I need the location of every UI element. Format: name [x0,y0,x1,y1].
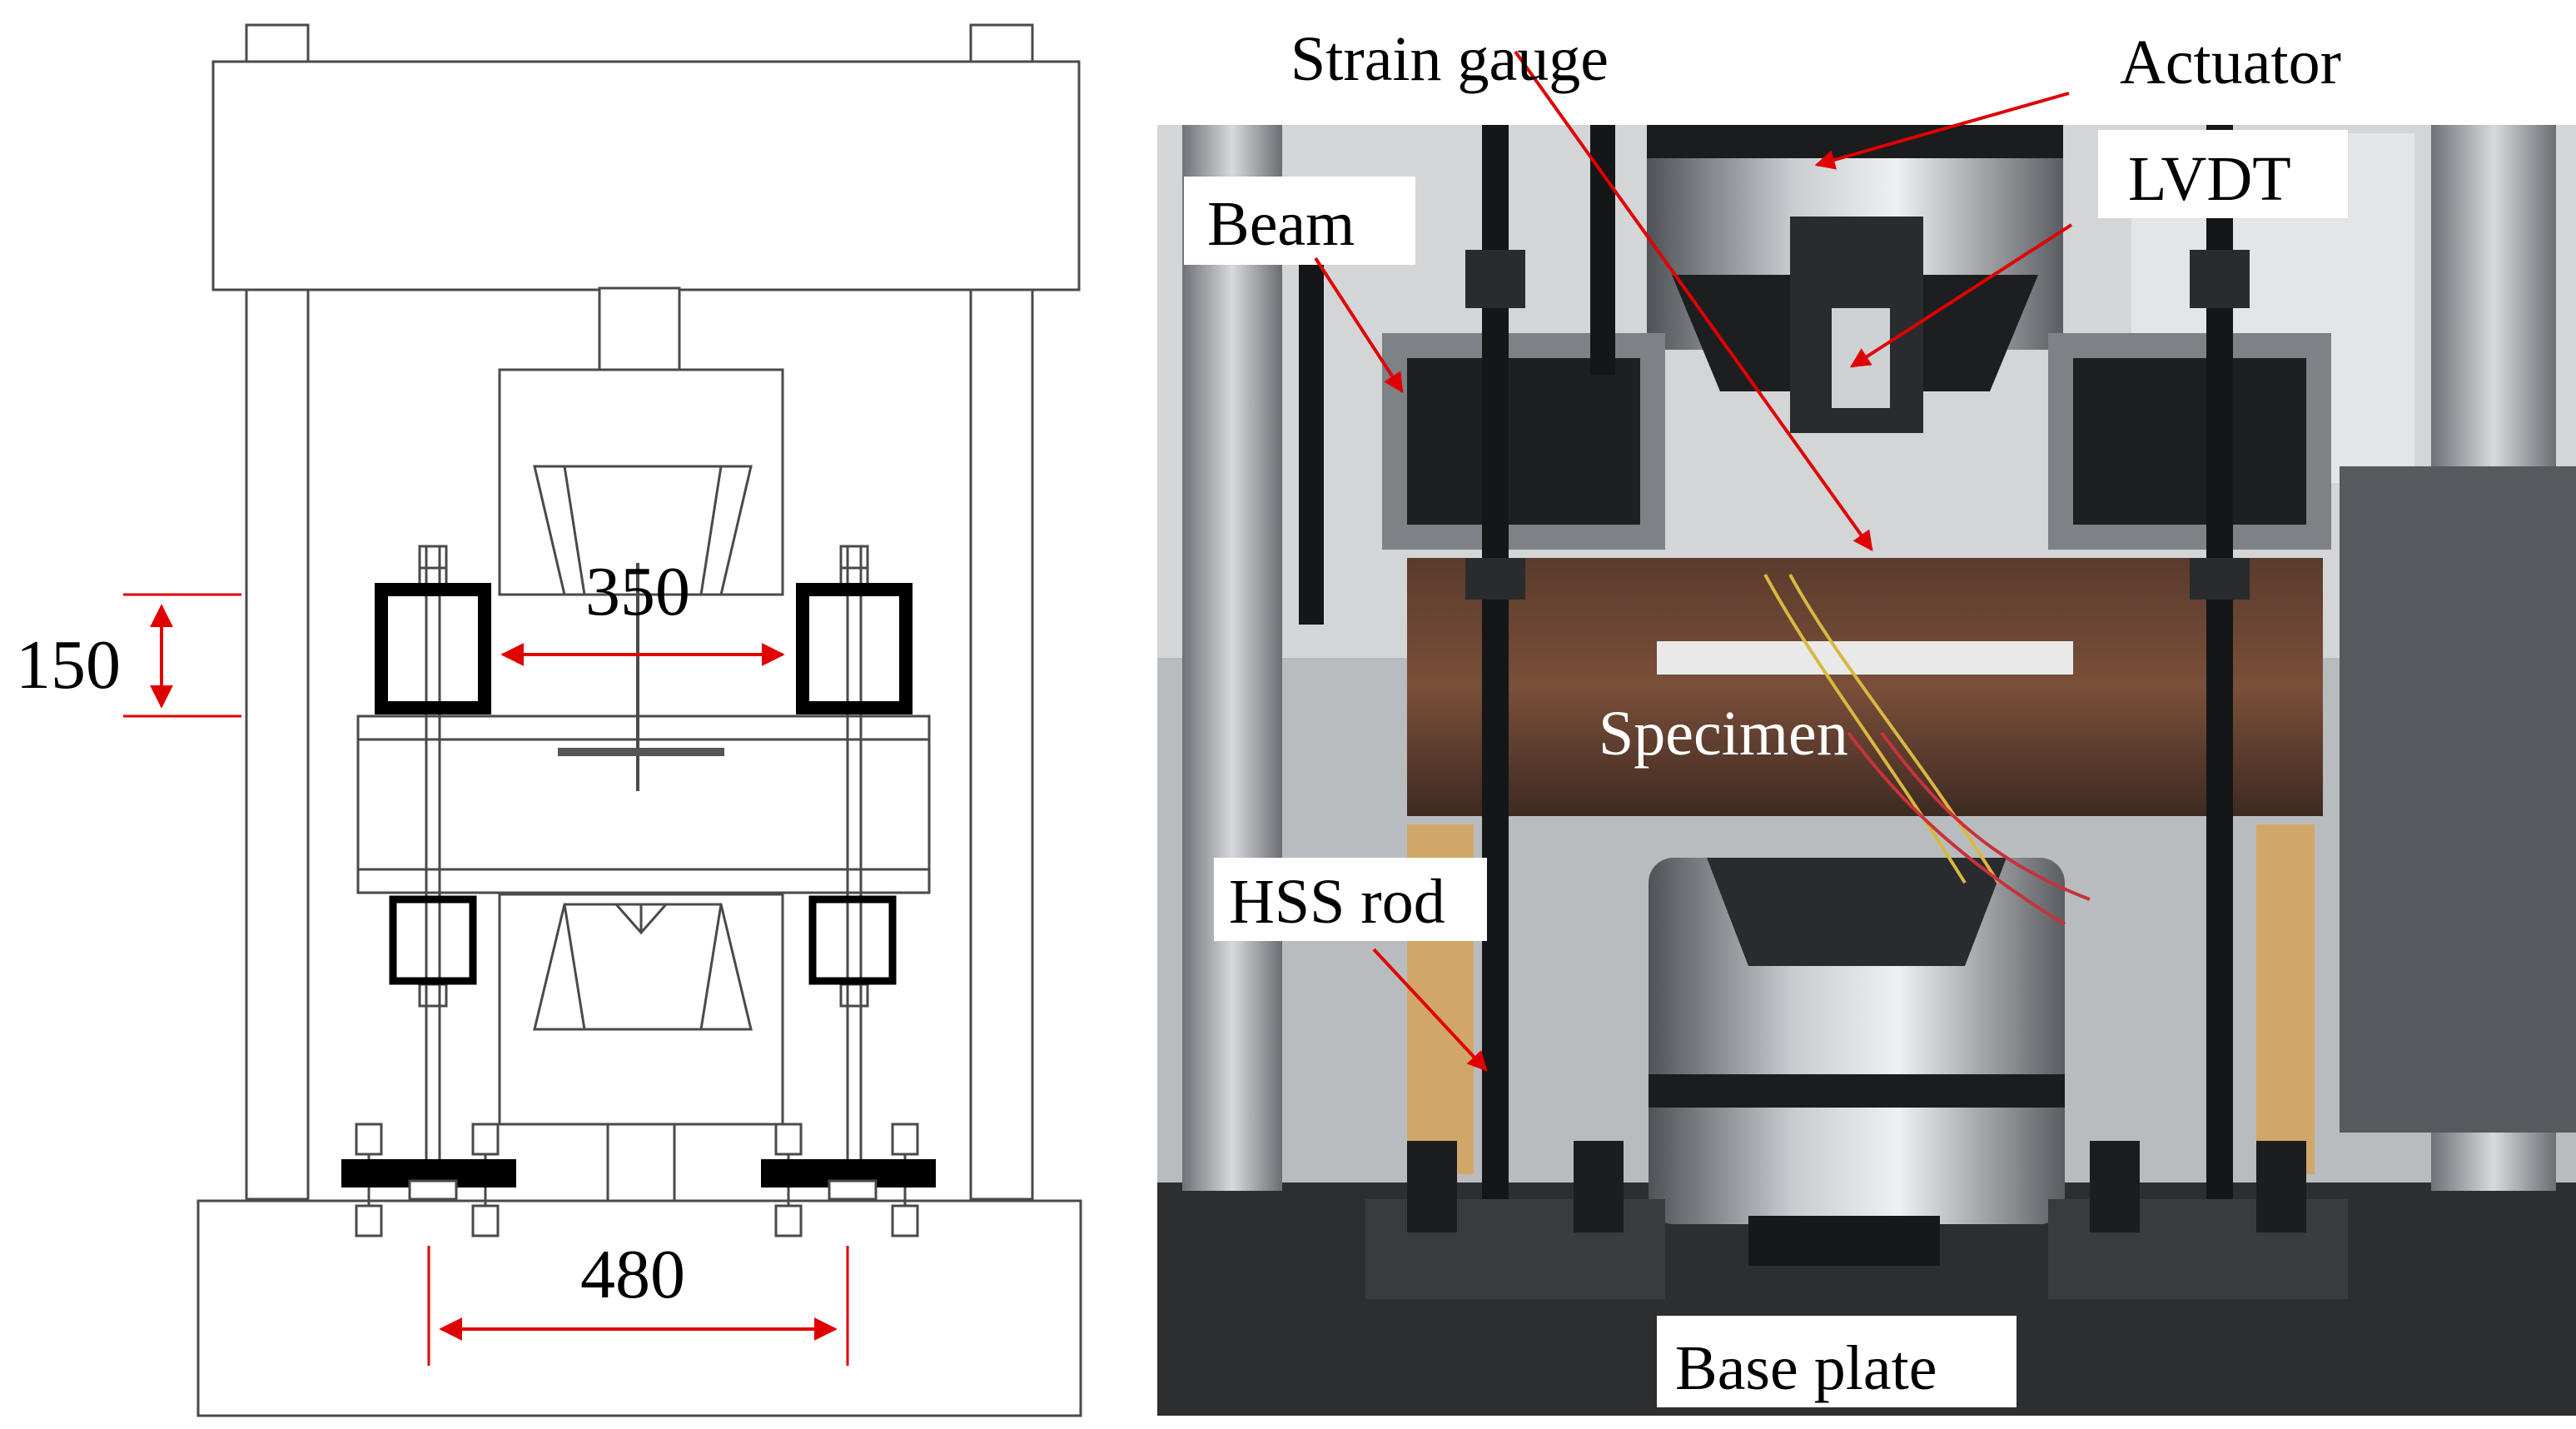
frame-drawing [196,23,1082,1417]
photo-image [1157,125,2576,1416]
annotation-arrows [1314,50,2073,1072]
bottom-left-beam [389,895,477,985]
beam-label: Beam [1207,189,1355,259]
specimen-label: Specimen [1599,699,1848,769]
height-label: 150 [16,626,121,704]
spreader-beams [375,583,913,985]
upper-grip [498,368,784,596]
top-right-beam [796,583,913,714]
photo-svg: Strain gauge Actuator LVDT Beam Specimen… [1157,24,2576,1416]
specimen-box [356,714,931,894]
hss-rod-label: HSS rod [1229,867,1445,937]
lvdt-label: LVDT [2128,144,2291,214]
top-left-beam [375,583,491,714]
actuator-rod [598,286,681,373]
crosshead [211,60,1081,291]
gauge-mark [558,563,724,791]
base-block [196,1199,1082,1417]
actuator-arrow [1814,92,2070,170]
left-column [245,23,310,1201]
actuator-label: Actuator [2120,27,2341,97]
dim-inner-span: 350 [500,553,785,666]
test-setup-schematic: 150 350 480 [0,0,1116,1425]
strain-gauge-arrow [1514,50,1873,551]
upper-grip-wedge [533,465,753,596]
inner-span-label: 350 [585,553,690,630]
dim-height: 150 [16,593,241,718]
strain-gauge-label: Strain gauge [1290,24,1609,94]
base-plate-label: Base plate [1675,1333,1937,1403]
lvdt-arrow [1849,223,2073,368]
bottom-right-beam [808,895,897,985]
hss-rod-arrow [1372,948,1488,1072]
test-setup-photo: Strain gauge Actuator LVDT Beam Specimen… [1132,0,2576,1425]
outer-span-label: 480 [580,1236,685,1313]
schematic-svg: 150 350 480 [16,23,1082,1417]
right-column [969,23,1034,1201]
beam-arrow [1314,256,1404,394]
lower-rod [606,1123,676,1202]
dim-outer-span: 480 [427,1236,849,1366]
